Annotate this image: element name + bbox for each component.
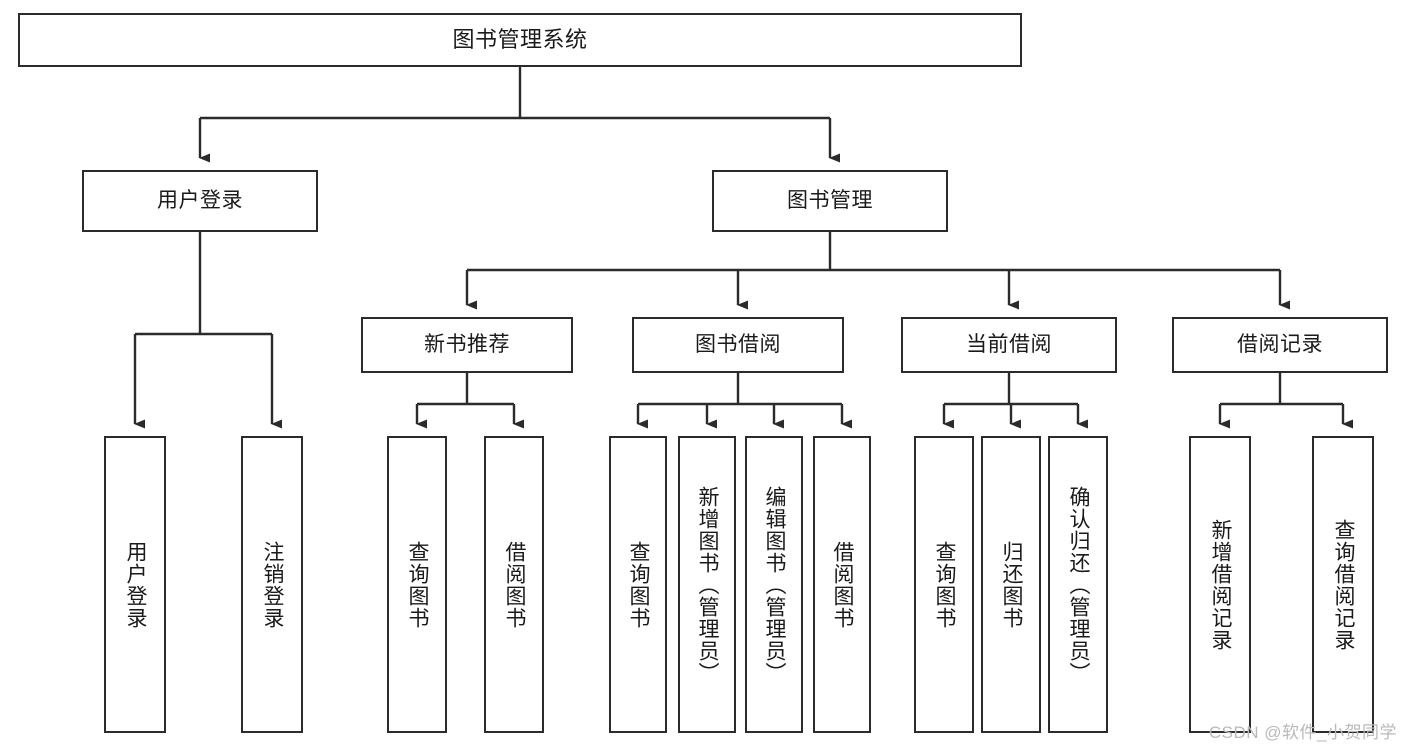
node-label: 借阅图书	[831, 540, 855, 629]
node-leaf-add-record[interactable]: 新增借阅记录	[1189, 436, 1251, 733]
node-leaf-user-login[interactable]: 用户登录	[104, 436, 166, 733]
node-label: 注销登录	[261, 540, 285, 629]
node-leaf-query-record[interactable]: 查询借阅记录	[1312, 436, 1374, 733]
node-label: 编辑图书（管理员）	[763, 485, 787, 684]
node-leaf-edit-book[interactable]: 编辑图书（管理员）	[745, 436, 803, 733]
node-label: 图书管理	[787, 188, 873, 212]
node-label: 当前借阅	[966, 332, 1052, 356]
node-label: 查询图书	[406, 540, 430, 629]
node-leaf-confirm-return[interactable]: 确认归还（管理员）	[1048, 436, 1108, 733]
node-root[interactable]: 图书管理系统	[18, 13, 1022, 67]
node-label: 归还图书	[1000, 540, 1024, 629]
node-leaf-borrow-book-2[interactable]: 借阅图书	[813, 436, 871, 733]
node-label: 查询图书	[933, 540, 957, 629]
node-label: 图书借阅	[695, 332, 781, 356]
node-leaf-user-logout[interactable]: 注销登录	[241, 436, 303, 733]
node-label: 借阅记录	[1237, 332, 1323, 356]
node-label: 查询图书	[627, 540, 651, 629]
node-new-book-rec[interactable]: 新书推荐	[361, 317, 573, 373]
node-leaf-return-book[interactable]: 归还图书	[981, 436, 1041, 733]
node-label: 用户登录	[124, 540, 148, 629]
node-leaf-borrow-book-1[interactable]: 借阅图书	[484, 436, 544, 733]
node-leaf-query-book-3[interactable]: 查询图书	[914, 436, 974, 733]
node-borrow-record[interactable]: 借阅记录	[1172, 317, 1388, 373]
node-current-borrow[interactable]: 当前借阅	[901, 317, 1117, 373]
node-label: 借阅图书	[503, 540, 527, 629]
node-leaf-query-book-1[interactable]: 查询图书	[387, 436, 447, 733]
node-label: 新增借阅记录	[1209, 518, 1233, 651]
node-leaf-add-book[interactable]: 新增图书（管理员）	[678, 436, 736, 733]
node-leaf-query-book-2[interactable]: 查询图书	[609, 436, 667, 733]
node-label: 图书管理系统	[452, 27, 588, 53]
node-label: 查询借阅记录	[1332, 518, 1356, 651]
node-book-manage[interactable]: 图书管理	[712, 170, 948, 232]
node-book-borrow[interactable]: 图书借阅	[632, 317, 844, 373]
node-label: 确认归还（管理员）	[1067, 485, 1091, 684]
watermark: CSDN @软件_小贺同学	[1208, 723, 1397, 742]
node-label: 新增图书（管理员）	[696, 485, 720, 684]
node-user-login[interactable]: 用户登录	[82, 170, 318, 232]
node-label: 用户登录	[157, 188, 243, 212]
node-label: 新书推荐	[424, 332, 510, 356]
